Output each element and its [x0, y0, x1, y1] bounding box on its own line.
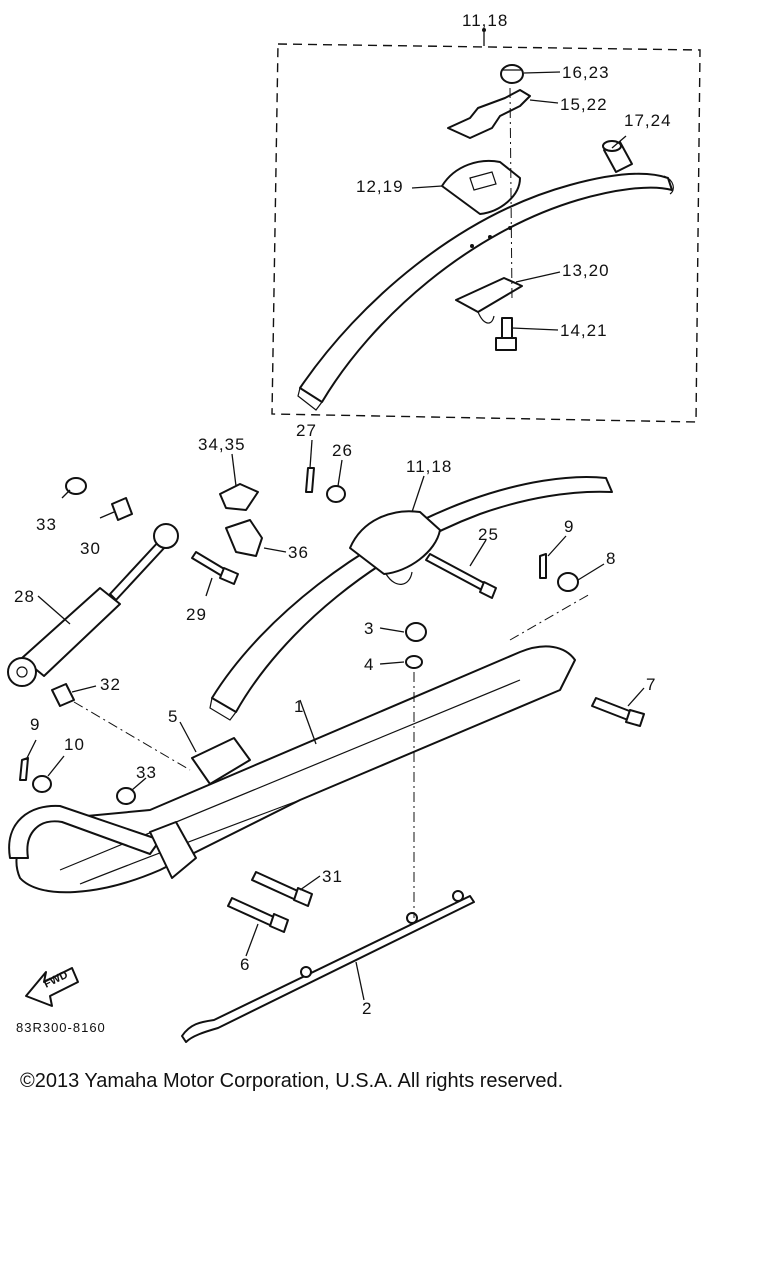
ski-handle — [8, 804, 161, 859]
leaf-spring — [209, 475, 613, 721]
callout-15-22: 15,22 — [560, 95, 608, 114]
cotter-pin-9-left — [19, 757, 29, 781]
bolt-31 — [251, 871, 313, 907]
callout-17-24: 17,24 — [624, 111, 672, 130]
bolt-14-21 — [495, 317, 517, 351]
bolt-25 — [425, 553, 497, 599]
wear-bar-2 — [181, 890, 475, 1043]
bracket-12-19 — [441, 159, 521, 215]
callout-7: 7 — [646, 675, 656, 694]
centerline-upper — [509, 87, 513, 301]
stopper-36 — [225, 519, 263, 557]
callout-10: 10 — [64, 735, 85, 754]
collar-32 — [51, 683, 75, 707]
callout-36: 36 — [288, 543, 309, 562]
callout-11-18-box: 11,18 — [462, 11, 508, 30]
callout-29: 29 — [186, 605, 207, 624]
nut-3 — [405, 622, 427, 642]
callout-4: 4 — [364, 655, 374, 674]
callout-12-19: 12,19 — [356, 177, 404, 196]
nut-16-23 — [500, 64, 524, 84]
shock-absorber-28 — [7, 523, 179, 687]
callout-32: 32 — [100, 675, 121, 694]
collar-30 — [111, 497, 133, 521]
callout-31: 31 — [322, 867, 343, 886]
plate-13-20 — [455, 277, 523, 324]
clamp-15-22 — [447, 89, 531, 139]
callout-labels: 11,18 16,23 15,22 17,24 12,19 13,20 14,2… — [14, 11, 672, 1018]
nut-10 — [32, 775, 52, 793]
callout-34-35: 34,35 — [198, 435, 246, 454]
copyright-notice: ©2013 Yamaha Motor Corporation, U.S.A. A… — [20, 1070, 564, 1092]
callout-16-23: 16,23 — [562, 63, 610, 82]
callout-5: 5 — [168, 707, 178, 726]
callout-2: 2 — [362, 999, 372, 1018]
bracket-34-35 — [219, 483, 259, 511]
callout-28: 28 — [14, 587, 35, 606]
washer-4 — [405, 655, 423, 669]
callout-33-top: 33 — [36, 515, 57, 534]
callout-9-left: 9 — [30, 715, 40, 734]
callout-13-20: 13,20 — [562, 261, 610, 280]
callout-6: 6 — [240, 955, 250, 974]
callout-25: 25 — [478, 525, 499, 544]
nut-33-bottom — [116, 787, 136, 805]
cotter-pin-9-right — [539, 553, 547, 579]
callout-14-21: 14,21 — [560, 321, 608, 340]
spring-bracket-11-18 — [349, 510, 441, 585]
leaf-spring-subassembly-box — [271, 28, 701, 423]
nut-33-top — [65, 477, 87, 495]
callout-8: 8 — [606, 549, 616, 568]
callout-30: 30 — [80, 539, 101, 558]
callout-26: 26 — [332, 441, 353, 460]
callout-9-right: 9 — [564, 517, 574, 536]
callout-11-18: 11,18 — [406, 457, 452, 476]
nut-26 — [326, 485, 346, 503]
bolt-29 — [191, 551, 239, 585]
nut-8 — [557, 572, 579, 592]
callout-1: 1 — [294, 697, 304, 716]
callout-3: 3 — [364, 619, 374, 638]
collar-17-24 — [602, 140, 633, 173]
spindle-bracket — [149, 821, 197, 879]
drawing-code: 83R300-8160 — [16, 1020, 106, 1035]
callout-33-bottom: 33 — [136, 763, 157, 782]
ski-bracket-5 — [191, 737, 251, 785]
bolt-6 — [227, 897, 289, 933]
bolt-7 — [591, 697, 645, 727]
centerline-left — [73, 701, 191, 771]
leader-lines — [25, 71, 645, 1001]
exploded-parts-diagram: 11,18 16,23 15,22 17,24 12,19 13,20 14,2… — [7, 11, 701, 1043]
centerline-right — [509, 593, 591, 641]
callout-27: 27 — [296, 421, 317, 440]
cotter-pin-27 — [305, 467, 315, 493]
fwd-arrow-icon: FWD — [25, 967, 79, 1007]
